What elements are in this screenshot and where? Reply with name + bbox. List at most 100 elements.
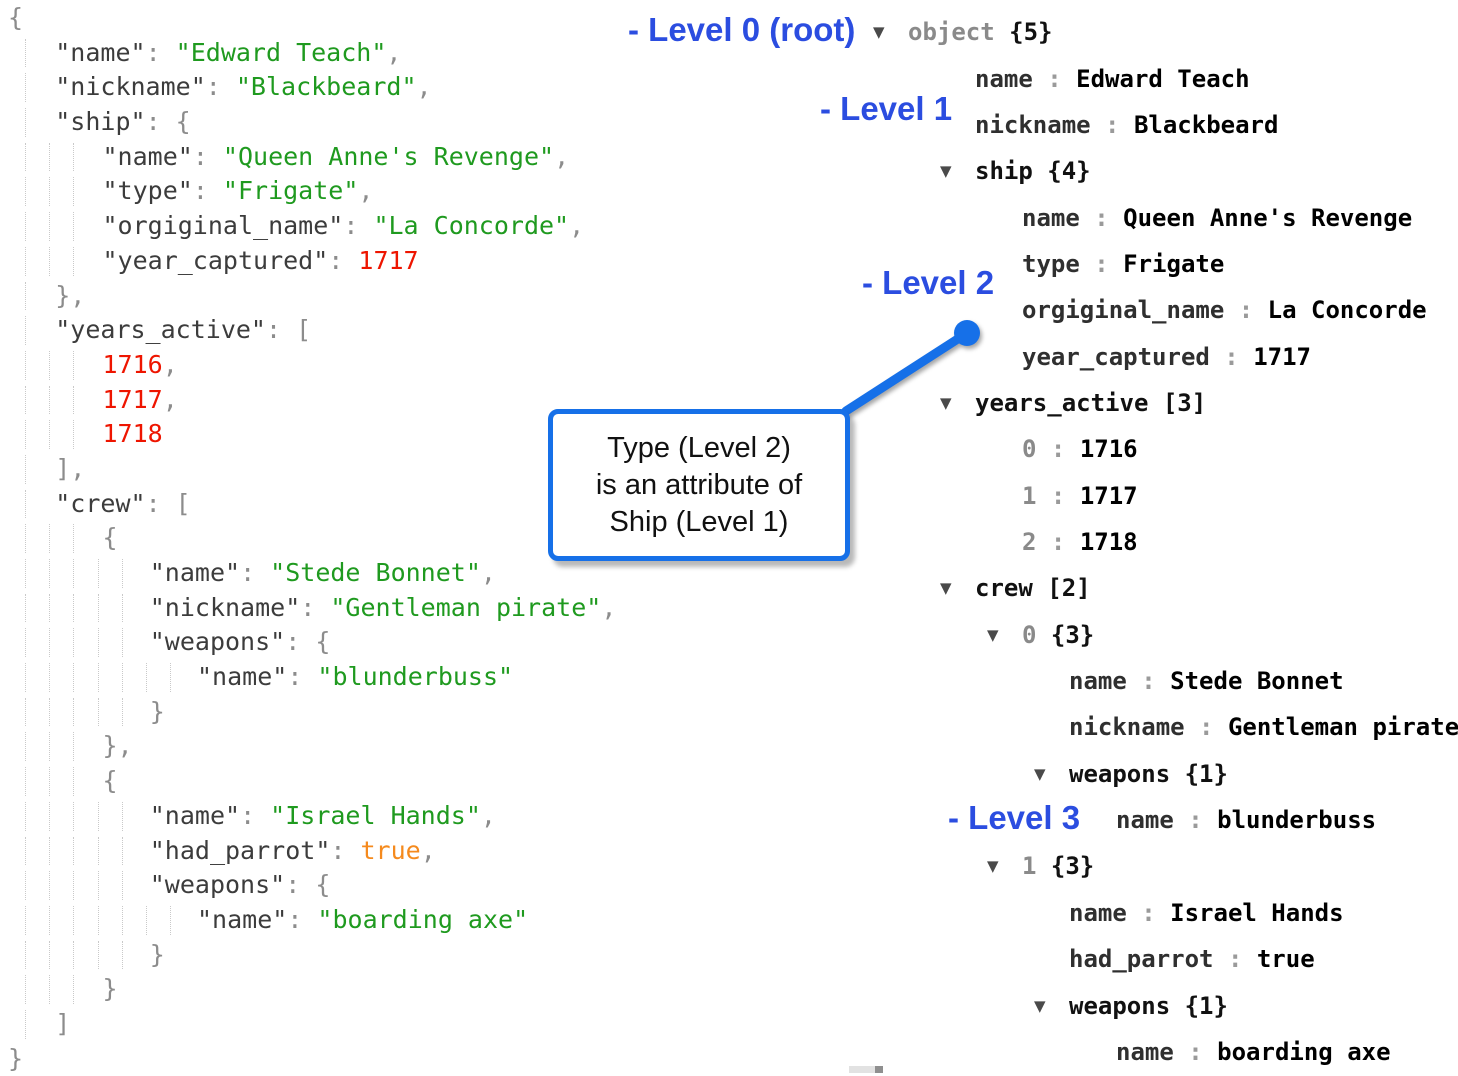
code-token: "year_captured" bbox=[102, 245, 329, 275]
indent-guide bbox=[73, 385, 75, 415]
collapse-arrow-icon[interactable]: ▼ bbox=[987, 625, 999, 644]
code-token: : bbox=[300, 592, 331, 622]
code-token: : bbox=[287, 662, 318, 692]
tree-row: type : Frigate bbox=[0, 241, 1458, 287]
tree-row: ▼1 {3} bbox=[0, 843, 1458, 889]
tree-value: Gentleman pirate bbox=[1227, 713, 1458, 742]
code-line: "name": "Israel Hands", bbox=[0, 799, 660, 834]
code-line: "nickname": "Gentleman pirate", bbox=[0, 591, 660, 626]
code-token: "blunderbuss" bbox=[317, 662, 514, 692]
indent-guide bbox=[25, 767, 26, 796]
indent-guide bbox=[121, 940, 123, 970]
indent-guide bbox=[49, 905, 51, 935]
indent-guide bbox=[73, 975, 75, 1004]
code-line: 1716, bbox=[0, 348, 660, 383]
collapse-arrow-icon[interactable]: ▼ bbox=[940, 162, 952, 181]
tree-separator: : bbox=[1184, 713, 1228, 742]
indent-guide bbox=[25, 524, 26, 553]
code-token: : bbox=[287, 904, 318, 934]
collapse-arrow-icon[interactable]: ▼ bbox=[987, 857, 999, 876]
code-token: "name" bbox=[55, 37, 146, 67]
code-token: , bbox=[358, 176, 374, 206]
indent-guide bbox=[49, 246, 51, 276]
code-token: "ship" bbox=[55, 107, 146, 137]
code-token: : bbox=[330, 835, 361, 865]
code-token: , bbox=[554, 141, 570, 171]
tree-key-badge-gap bbox=[1033, 574, 1047, 602]
code-token: "name" bbox=[149, 800, 241, 830]
indent-guide bbox=[146, 663, 147, 692]
tree-value: Edward Teach bbox=[1076, 64, 1250, 93]
tree-value: 1717 bbox=[1079, 481, 1138, 510]
tree-key: weapons bbox=[1069, 759, 1171, 788]
tree-row: name : Israel Hands bbox=[0, 890, 1458, 936]
indent-guide bbox=[121, 593, 123, 623]
tree-row: had_parrot : true bbox=[0, 936, 1458, 982]
indent-guide bbox=[25, 73, 26, 103]
collapse-arrow-icon[interactable]: ▼ bbox=[1034, 996, 1046, 1015]
scrollbar-thumb[interactable] bbox=[875, 1066, 883, 1073]
code-token: } bbox=[8, 1043, 24, 1073]
collapse-arrow-icon[interactable]: ▼ bbox=[940, 579, 952, 598]
level-3-annotation: - Level 3 bbox=[948, 799, 1081, 836]
collapse-arrow-icon[interactable]: ▼ bbox=[1034, 764, 1046, 783]
indent-guide bbox=[121, 559, 123, 588]
tree-value: blunderbuss bbox=[1217, 806, 1377, 835]
tree-key-badge-gap bbox=[1033, 157, 1047, 185]
code-token: true bbox=[360, 835, 421, 865]
indent-guide bbox=[73, 420, 75, 449]
indent-guide bbox=[97, 871, 99, 900]
code-line: ], bbox=[0, 452, 660, 487]
tree-key: weapons bbox=[1069, 991, 1171, 1020]
indent-guide bbox=[49, 212, 51, 241]
indent-guide bbox=[73, 732, 75, 762]
tree-separator: : bbox=[1173, 1037, 1218, 1066]
indent-guide bbox=[49, 385, 51, 415]
indent-guide bbox=[97, 628, 99, 658]
indent-guide bbox=[73, 246, 75, 276]
tree-separator: : bbox=[1032, 64, 1077, 93]
tree-key: 1 bbox=[1022, 852, 1037, 881]
code-token: "Edward Teach" bbox=[175, 37, 387, 67]
indent-guide bbox=[97, 905, 99, 935]
code-token: , bbox=[386, 37, 402, 67]
tree-value: true bbox=[1256, 945, 1315, 974]
indent-guide bbox=[25, 732, 26, 762]
code-token: : { bbox=[285, 870, 331, 900]
collapse-arrow-icon[interactable]: ▼ bbox=[873, 23, 885, 42]
code-line: "name": "Edward Teach", bbox=[0, 36, 660, 71]
indent-guide bbox=[97, 593, 99, 623]
indent-guide bbox=[121, 801, 123, 831]
code-token: "Queen Anne's Revenge" bbox=[222, 141, 555, 171]
code-line: "crew": [ bbox=[0, 487, 660, 522]
tree-key-badge-gap bbox=[1170, 760, 1184, 788]
indent-guide bbox=[97, 559, 99, 588]
code-line: { bbox=[0, 1, 660, 36]
code-token: "Gentleman pirate" bbox=[330, 592, 602, 622]
indent-guide bbox=[25, 420, 26, 449]
code-line: "name": "boarding axe" bbox=[0, 903, 660, 938]
indent-guide bbox=[121, 628, 123, 658]
indent-guide bbox=[49, 663, 51, 692]
tree-value: Israel Hands bbox=[1170, 898, 1344, 927]
code-token: "Israel Hands" bbox=[270, 800, 481, 830]
code-token: "Frigate" bbox=[222, 176, 359, 206]
tree-key: name bbox=[1069, 898, 1127, 927]
code-token: } bbox=[149, 939, 165, 969]
indent-guide bbox=[49, 177, 51, 207]
level-2-annotation: - Level 2 bbox=[862, 264, 995, 301]
indent-guide bbox=[25, 316, 26, 345]
indent-guide bbox=[170, 905, 172, 935]
tree-separator: : bbox=[1036, 528, 1080, 557]
code-token: , bbox=[416, 72, 432, 102]
code-token: , bbox=[480, 800, 496, 830]
tree-key: name bbox=[975, 64, 1033, 93]
tree-row: ▼0 {3} bbox=[0, 612, 1458, 658]
horizontal-scrollbar[interactable] bbox=[849, 1066, 883, 1073]
code-token: { bbox=[102, 766, 118, 796]
indent-guide bbox=[73, 940, 75, 970]
code-token: , bbox=[569, 211, 585, 241]
code-line: ] bbox=[0, 1007, 660, 1042]
collapse-arrow-icon[interactable]: ▼ bbox=[940, 393, 952, 412]
code-line: { bbox=[0, 764, 660, 799]
